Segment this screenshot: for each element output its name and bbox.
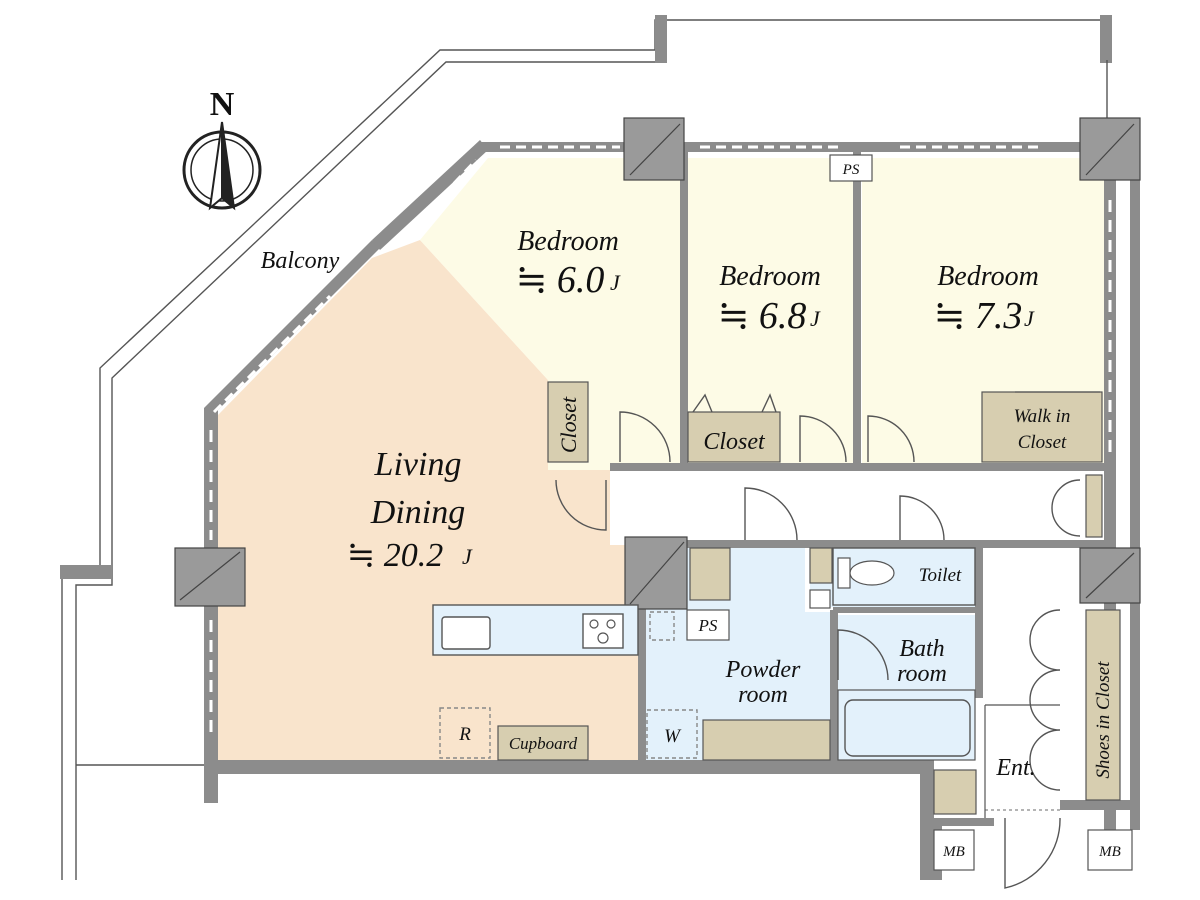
mb-left-label: MB xyxy=(942,844,965,860)
north-compass-icon xyxy=(182,121,262,211)
fridge xyxy=(439,707,491,759)
compass-label: N xyxy=(210,86,235,123)
washer-label: W xyxy=(664,726,682,747)
powder-label-1: Powder xyxy=(725,657,801,683)
bedroom-3-size: ≒ 7.3 xyxy=(934,295,1023,337)
powder-storage xyxy=(689,547,731,601)
toilet-bowl-icon xyxy=(849,560,895,586)
counter xyxy=(702,719,831,761)
bedroom-3-name: Bedroom xyxy=(937,261,1039,292)
bedroom-1-floor xyxy=(420,158,680,470)
hall-closet xyxy=(1085,474,1103,538)
closet-a-label: Closet xyxy=(556,396,581,453)
living-label-2: Dining xyxy=(370,494,465,531)
bedroom-1-name: Bedroom xyxy=(517,226,619,257)
sink-icon xyxy=(441,616,491,650)
bedroom-3-unit: J xyxy=(1024,306,1035,331)
toilet-tank-icon xyxy=(837,557,851,589)
bath-label-2: room xyxy=(897,661,947,687)
columns xyxy=(174,117,1141,610)
walk-in-closet xyxy=(981,391,1103,463)
doors xyxy=(555,411,1081,889)
windows xyxy=(209,145,1112,740)
washer xyxy=(646,709,698,759)
closet-a xyxy=(547,381,589,463)
entrance-label: Ent. xyxy=(995,755,1035,781)
fridge-label: R xyxy=(458,724,471,745)
cupboard-label: Cupboard xyxy=(509,734,578,753)
walkin-label-2: Closet xyxy=(1018,432,1067,453)
shoes-in-closet xyxy=(1085,609,1121,801)
ps-mid-label: PS xyxy=(698,616,718,635)
ps-top-label: PS xyxy=(842,162,860,178)
entrance-storage xyxy=(933,769,977,815)
bath-label-1: Bath xyxy=(899,636,944,662)
bedroom-1-size: ≒ 6.0 xyxy=(516,259,605,301)
bedroom-2-size: ≒ 6.8 xyxy=(718,295,807,337)
cupboard xyxy=(497,725,589,761)
stove-icon xyxy=(582,613,624,649)
powder-label-2: room xyxy=(738,682,788,708)
shoes-closet-label: Shoes in Closet xyxy=(1093,661,1114,779)
balcony xyxy=(60,15,1112,880)
mb-right-label: MB xyxy=(1098,844,1121,860)
closet-b-label: Closet xyxy=(703,429,766,455)
toilet-label: Toilet xyxy=(919,565,962,586)
ps-mid-box xyxy=(686,609,730,641)
bedroom-2-name: Bedroom xyxy=(719,261,821,292)
pipe-space-dash xyxy=(649,611,675,641)
mb-right-box xyxy=(1087,829,1133,871)
ps-top-box xyxy=(829,154,873,182)
mb-left-box xyxy=(933,829,975,871)
bedroom-1-unit: J xyxy=(610,270,621,295)
bathtub xyxy=(844,699,971,757)
walkin-label-1: Walk in xyxy=(1014,406,1071,427)
living-size: ≒ 20.2 xyxy=(347,537,444,574)
bedroom-2-unit: J xyxy=(810,306,821,331)
walls xyxy=(204,140,1140,880)
toilet-fixtures xyxy=(809,547,976,609)
living-label-1: Living xyxy=(374,446,462,483)
kitchen xyxy=(432,604,639,656)
living-unit: J xyxy=(462,544,473,569)
corridor-floor xyxy=(610,470,1104,545)
balcony-label: Balcony xyxy=(261,248,340,274)
closet-b xyxy=(687,393,781,463)
